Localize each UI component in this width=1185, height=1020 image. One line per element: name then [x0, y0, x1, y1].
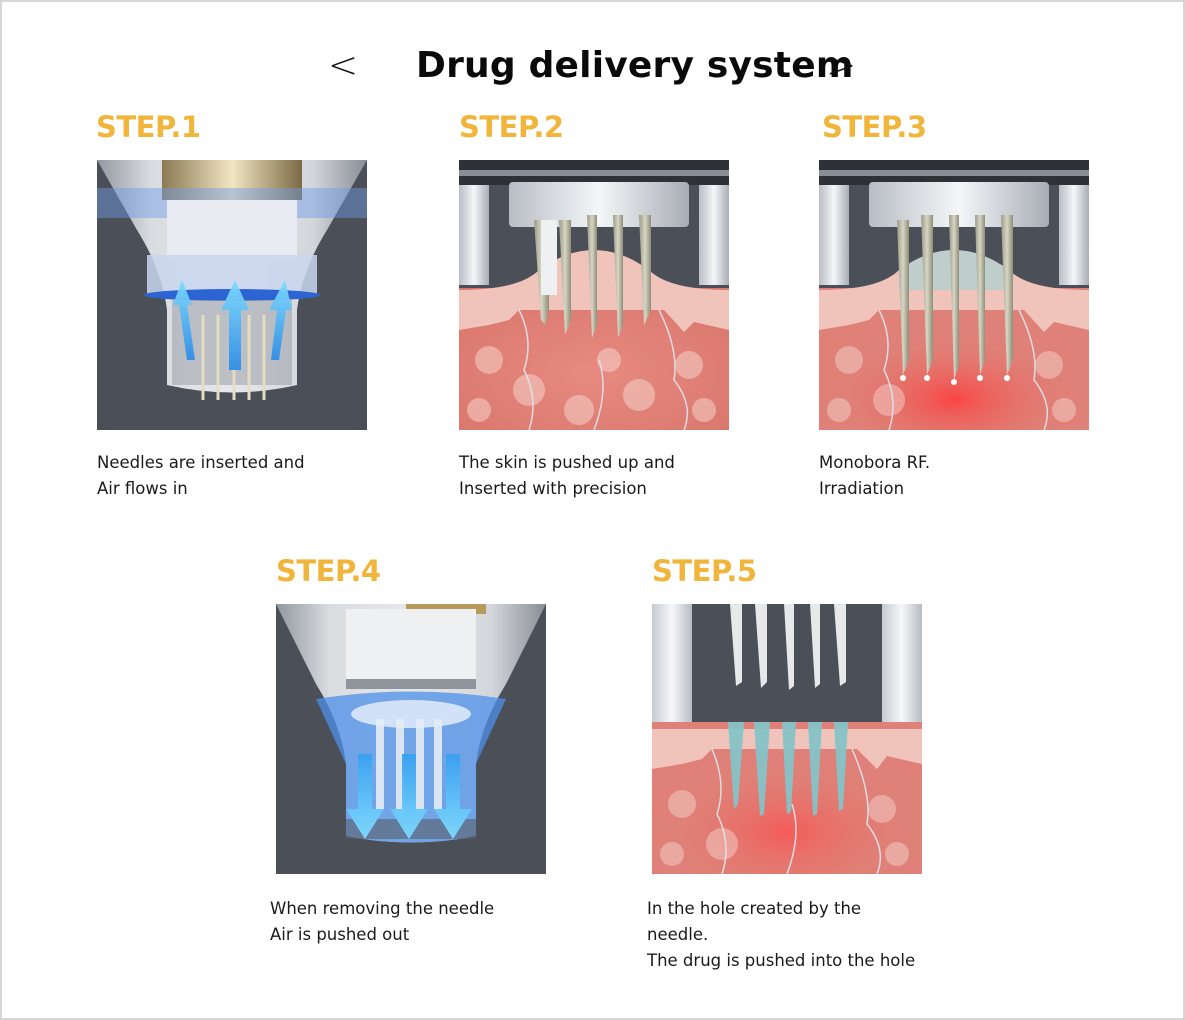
- caption-line: In the hole created by the: [647, 899, 862, 918]
- device-air-out-image: [276, 604, 546, 874]
- caption-line: Monobora RF.: [819, 453, 931, 472]
- drug-pushed-into-hole-illustration: [652, 604, 922, 874]
- device-skin-push-image: [459, 160, 729, 430]
- step-caption: Needles are inserted and Air flows in: [97, 450, 305, 502]
- step-label: STEP.5: [652, 554, 757, 588]
- device-rf-image: [819, 160, 1089, 430]
- header: < Drug delivery system >: [0, 40, 1185, 92]
- step-caption: When removing the needle Air is pushed o…: [270, 896, 494, 948]
- caption-line: Irradiation: [819, 479, 905, 498]
- needle-removal-air-out-illustration: [276, 604, 546, 874]
- step-caption: Monobora RF. Irradiation: [819, 450, 930, 502]
- page-title: Drug delivery system: [416, 45, 854, 86]
- caption-line: Inserted with precision: [459, 479, 647, 498]
- needles-inserted-air-in-illustration: [97, 160, 367, 430]
- caption-line: Needles are inserted and: [97, 453, 305, 472]
- step-label: STEP.2: [459, 110, 564, 144]
- device-drug-delivery-image: [652, 604, 922, 874]
- step-label: STEP.3: [822, 110, 927, 144]
- caption-line: The drug is pushed into the hole: [647, 951, 916, 970]
- step-label: STEP.4: [276, 554, 381, 588]
- skin-pushed-up-needles-illustration: [459, 160, 729, 430]
- step-label: STEP.1: [96, 110, 201, 144]
- previous-arrow-button[interactable]: <: [328, 45, 359, 86]
- next-arrow-button[interactable]: >: [826, 45, 857, 86]
- step-caption: The skin is pushed up and Inserted with …: [459, 450, 675, 502]
- caption-line: needle.: [647, 925, 709, 944]
- rf-irradiation-illustration: [819, 160, 1089, 430]
- device-air-in-image: [97, 160, 367, 430]
- caption-line: The skin is pushed up and: [459, 453, 675, 472]
- step-caption: In the hole created by the needle. The d…: [647, 896, 915, 974]
- caption-line: Air flows in: [97, 479, 188, 498]
- caption-line: When removing the needle: [270, 899, 495, 918]
- caption-line: Air is pushed out: [270, 925, 410, 944]
